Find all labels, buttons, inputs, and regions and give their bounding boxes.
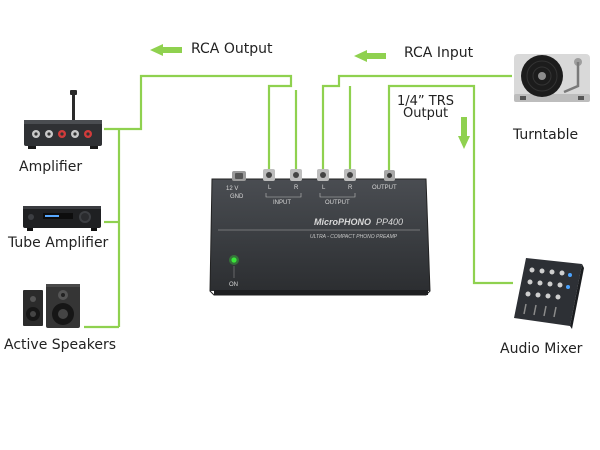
rca-input-arrow [354, 50, 386, 62]
trs-output-arrow [458, 117, 470, 149]
rca-input-label: RCA Input [404, 45, 474, 61]
turntable-label: Turntable [513, 127, 579, 143]
input-r-label: R [294, 185, 299, 191]
trs-output-label-line2: Output [403, 106, 449, 121]
phono-preamp: 12 V GND L R INPUT L R OUTPUT OUTPUT Mic… [209, 169, 431, 296]
rca-input-wire [321, 74, 512, 175]
audio-mixer-label: Audio Mixer [500, 341, 583, 357]
output-group-label: OUTPUT [325, 200, 350, 206]
turntable-icon [514, 54, 590, 102]
power-led [231, 257, 237, 263]
input-label: INPUT [273, 200, 291, 206]
rca-input-jacks [263, 169, 302, 181]
rca-output-wire [104, 74, 293, 175]
active-speakers-label: Active Speakers [4, 337, 116, 353]
rca-output-jacks [317, 169, 356, 181]
on-label: ON [229, 282, 238, 288]
brand-label: MicroPHONO [314, 217, 371, 227]
tube-amplifier-icon [23, 206, 101, 231]
amplifier-icon [24, 90, 102, 149]
output-r-label: R [348, 185, 353, 191]
trs-output-panel-label: OUTPUT [372, 185, 397, 191]
power-label: 12 V [226, 186, 238, 192]
model-label: PP400 [376, 217, 403, 227]
gnd-label: GND [230, 194, 244, 200]
trs-output-wire [387, 84, 513, 285]
output-l-label: L [322, 185, 326, 191]
tube-amplifier-label: Tube Amplifier [8, 235, 109, 251]
input-l-label: L [268, 185, 272, 191]
audio-mixer-icon [514, 258, 584, 329]
rca-output-arrow [150, 44, 182, 56]
speakers-icon [23, 284, 80, 328]
trs-output-label-line1: 1/4” TRS [397, 94, 455, 109]
subtitle-label: ULTRA - COMPACT PHONO PREAMP [310, 234, 398, 240]
rca-output-label: RCA Output [191, 41, 273, 57]
amplifier-label: Amplifier [19, 159, 83, 175]
